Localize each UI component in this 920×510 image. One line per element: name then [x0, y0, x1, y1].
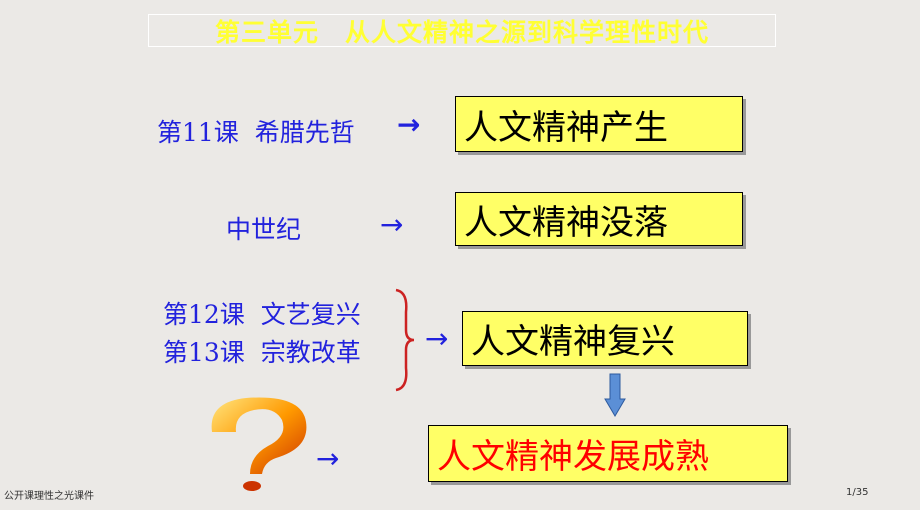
box-humanism-mature: 人文精神发展成熟 [428, 425, 788, 482]
lesson-12-label: 第12课 文艺复兴 [163, 300, 361, 329]
brace-icon [395, 288, 415, 392]
arrow-row4: → [316, 442, 340, 475]
down-arrow-icon [604, 373, 626, 417]
box-humanism-born: 人文精神产生 [455, 96, 743, 152]
box-humanism-revival-text: 人文精神复兴 [471, 322, 675, 362]
middle-ages-label: 中世纪 [226, 215, 302, 244]
page-number: 1/35 [846, 487, 869, 498]
arrow-row2: → [380, 208, 404, 241]
footer-caption: 公开课理性之光课件 [4, 491, 94, 502]
box-humanism-decline-text: 人文精神没落 [464, 202, 668, 243]
lesson-11-label: 第11课 希腊先哲 [157, 118, 355, 147]
arrow-row3: → [425, 322, 449, 355]
lesson-13-label: 第13课 宗教改革 [163, 338, 361, 367]
question-mark-icon [211, 397, 307, 491]
arrow-row1: → [397, 108, 421, 141]
box-humanism-mature-text: 人文精神发展成熟 [437, 437, 709, 477]
box-humanism-revival: 人文精神复兴 [462, 311, 748, 366]
page-title: 第三单元 从人文精神之源到科学理性时代 [214, 17, 709, 47]
title-banner: 第三单元 从人文精神之源到科学理性时代 [148, 14, 776, 47]
box-humanism-born-text: 人文精神产生 [464, 107, 668, 148]
box-humanism-decline: 人文精神没落 [455, 192, 743, 246]
